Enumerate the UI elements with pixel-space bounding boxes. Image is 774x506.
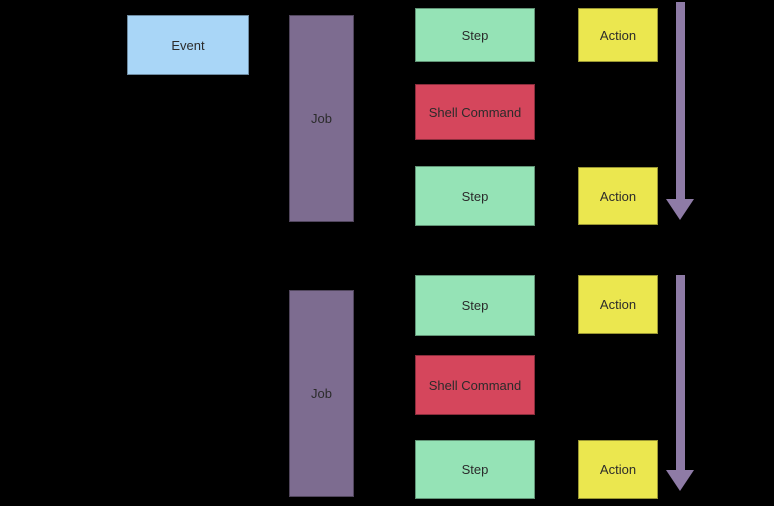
arrow-head [666,470,694,491]
step-node-4: Step [415,440,535,499]
down-arrow-icon [666,2,694,220]
down-arrow-icon [666,275,694,491]
shell-command-node-1: Shell Command [415,84,535,140]
arrow-head [666,199,694,220]
action-node-2: Action [578,167,658,225]
action-node-4: Action [578,440,658,499]
arrow-shaft [676,2,685,202]
event-node: Event [127,15,249,75]
step-node-3: Step [415,275,535,336]
job-node-1: Job [289,15,354,222]
step-node-1: Step [415,8,535,62]
shell-command-node-2: Shell Command [415,355,535,415]
action-node-1: Action [578,8,658,62]
step-node-2: Step [415,166,535,226]
job-node-2: Job [289,290,354,497]
arrow-shaft [676,275,685,473]
action-node-3: Action [578,275,658,334]
